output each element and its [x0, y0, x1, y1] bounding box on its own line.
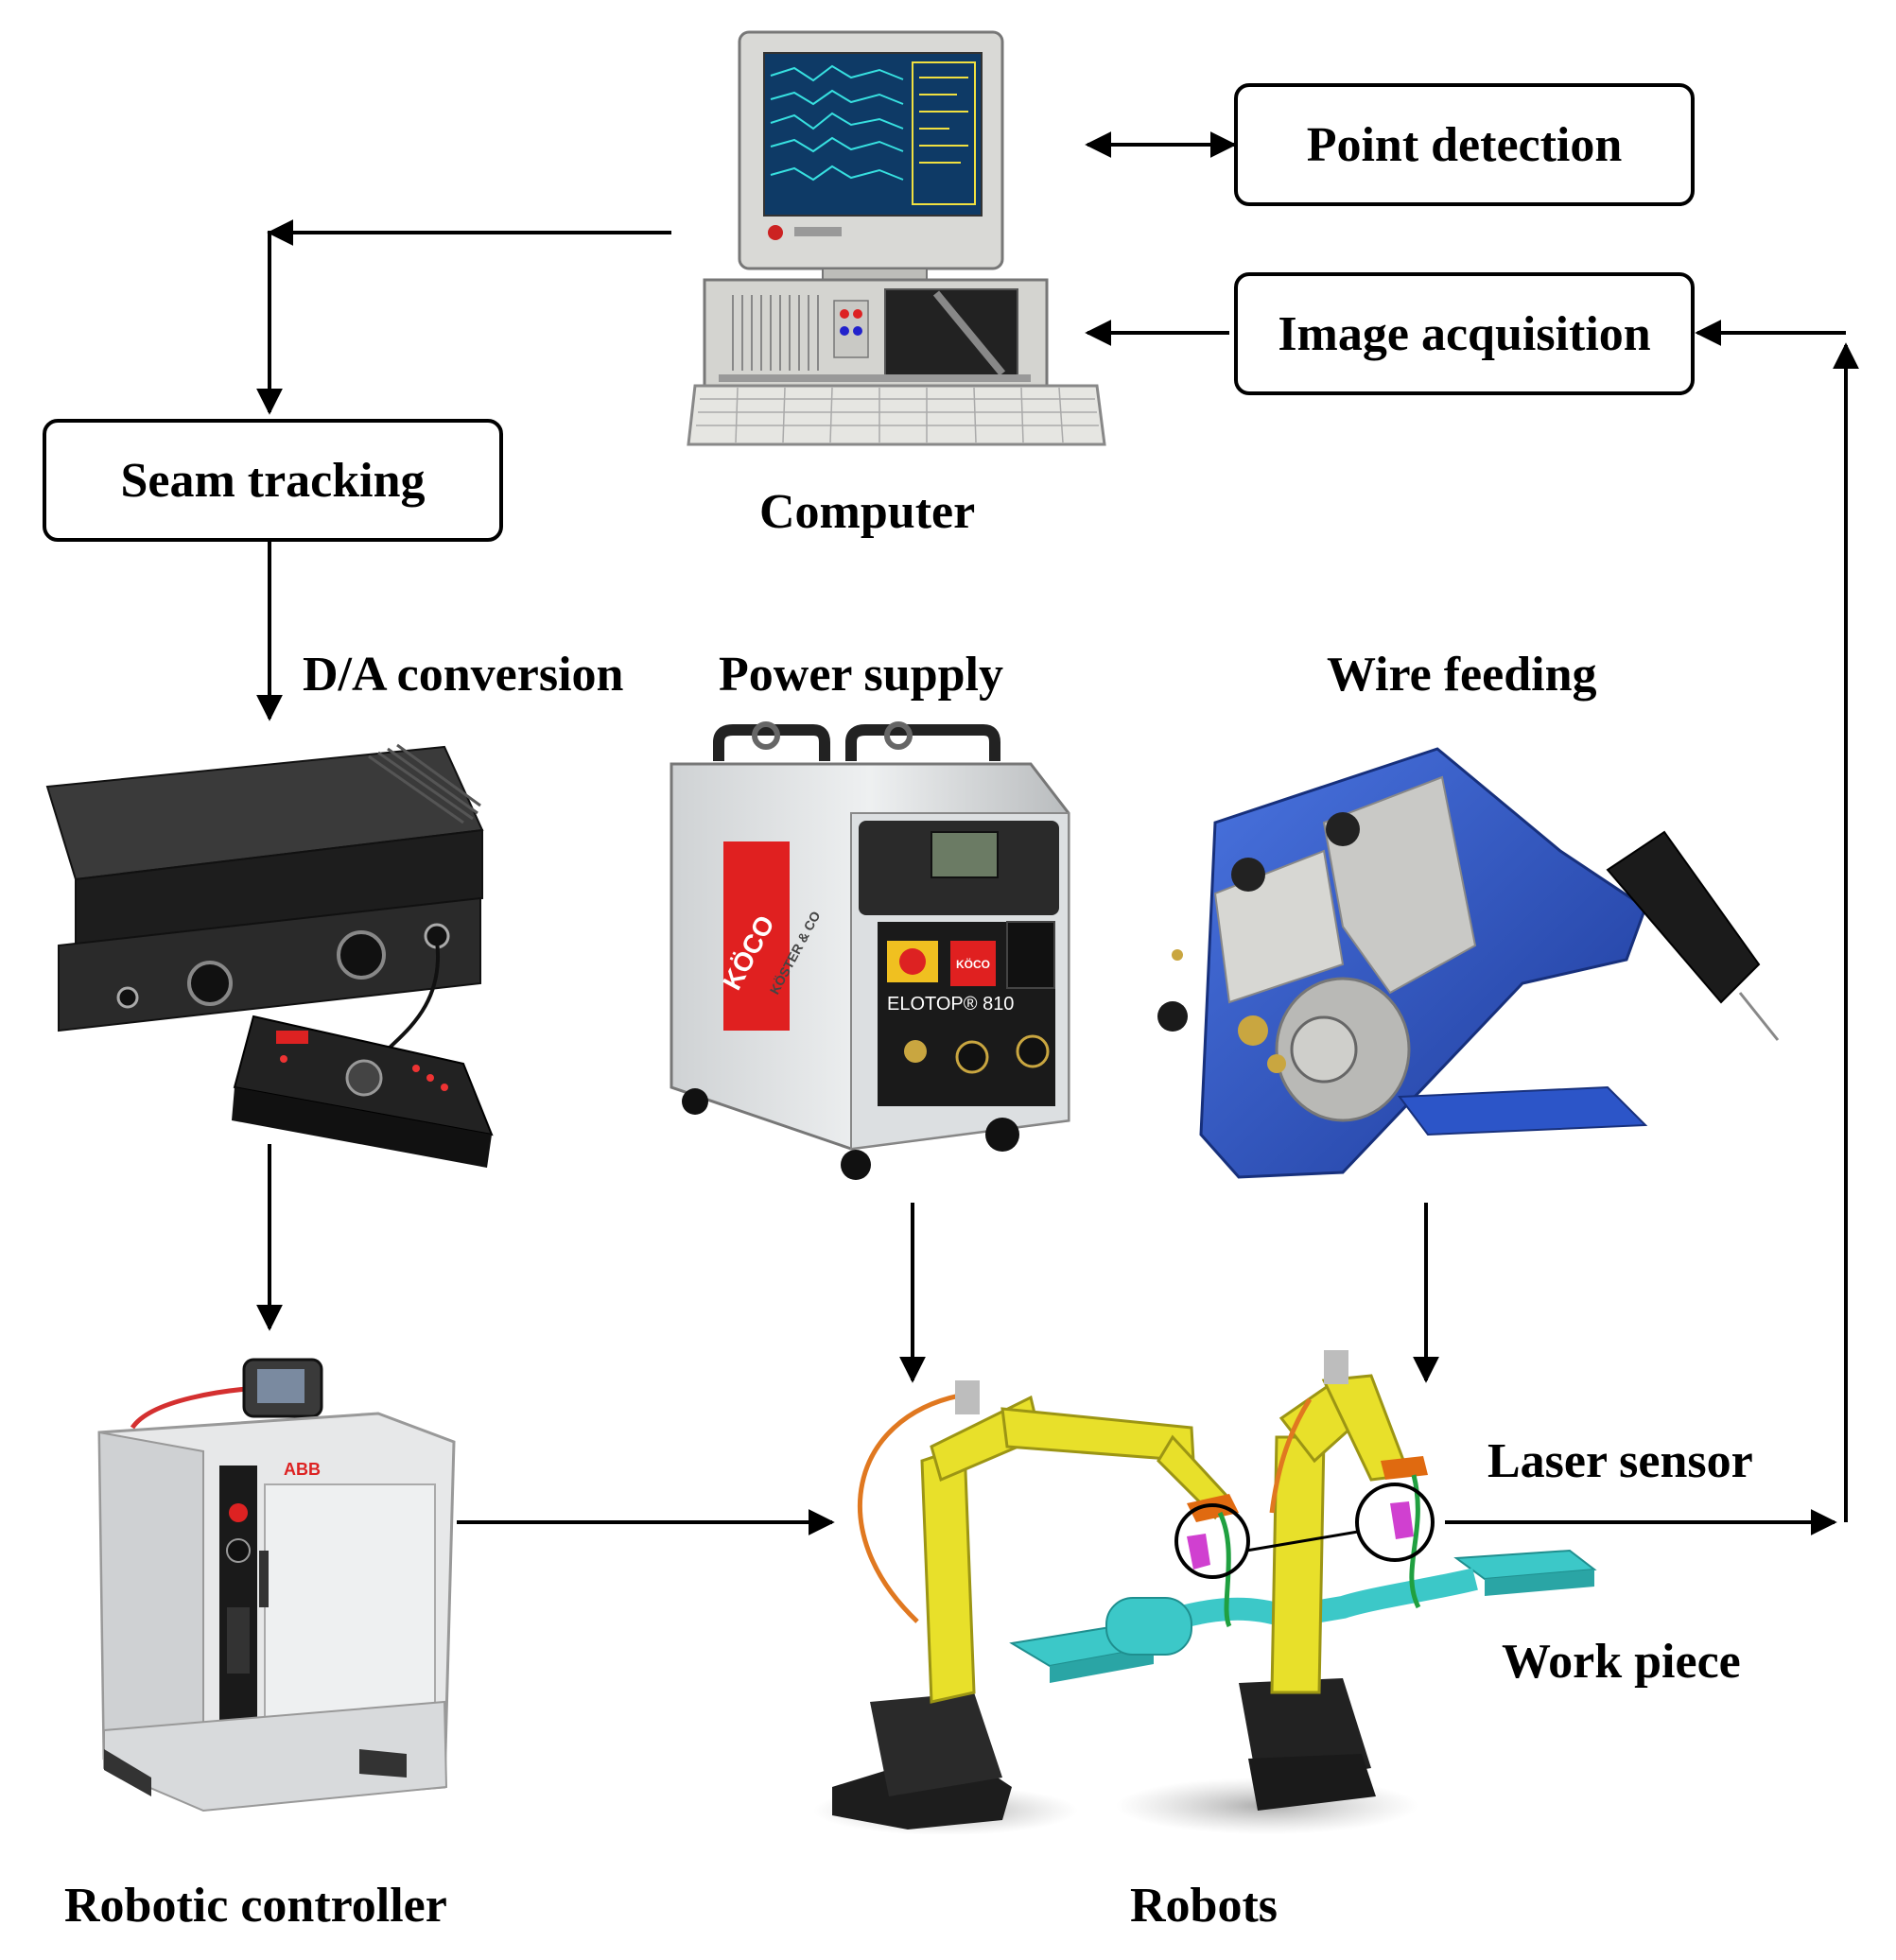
seam-tracking-box: Seam tracking — [43, 419, 503, 542]
arrow-computer-seam-tracking — [256, 231, 671, 415]
robots-label: Robots — [1130, 1879, 1278, 1933]
da-converter-illustration — [45, 743, 494, 1168]
da-conversion-label: D/A conversion — [303, 648, 624, 702]
power-model-mark: ELOTOP® 810 — [887, 994, 1014, 1015]
image-acquisition-box: Image acquisition — [1234, 272, 1695, 395]
left-laser-sensor-circle — [1174, 1503, 1250, 1579]
right-laser-sensor-circle — [1355, 1483, 1435, 1562]
computer-monitor-screen — [763, 52, 983, 217]
power-supply-label: Power supply — [719, 648, 1003, 702]
controller-brand-mark: ABB — [284, 1460, 321, 1479]
computer-label: Computer — [759, 485, 976, 539]
robotic-controller-label: Robotic controller — [64, 1879, 447, 1933]
wire-feeding-label: Wire feeding — [1327, 648, 1597, 702]
flow-connectors — [256, 131, 1859, 1535]
laser-sensor-label: Laser sensor — [1487, 1434, 1753, 1488]
work-piece-label: Work piece — [1502, 1635, 1741, 1689]
robots-illustration — [813, 1350, 1597, 1835]
right-robot-arm — [1239, 1350, 1428, 1811]
wire-feeder-illustration — [1157, 747, 1780, 1179]
point-detection-box: Point detection — [1234, 83, 1695, 206]
robotic-controller-illustration: ABB — [97, 1358, 456, 1813]
computer-keyboard — [687, 384, 1106, 446]
left-robot-arm — [832, 1380, 1239, 1830]
computer-illustration — [687, 30, 1106, 446]
power-supply-illustration: KÖCO KÖSTER & CO KÖCO ELOTOP® 810 — [670, 721, 1070, 1180]
power-panel-brand: KÖCO — [956, 957, 990, 971]
